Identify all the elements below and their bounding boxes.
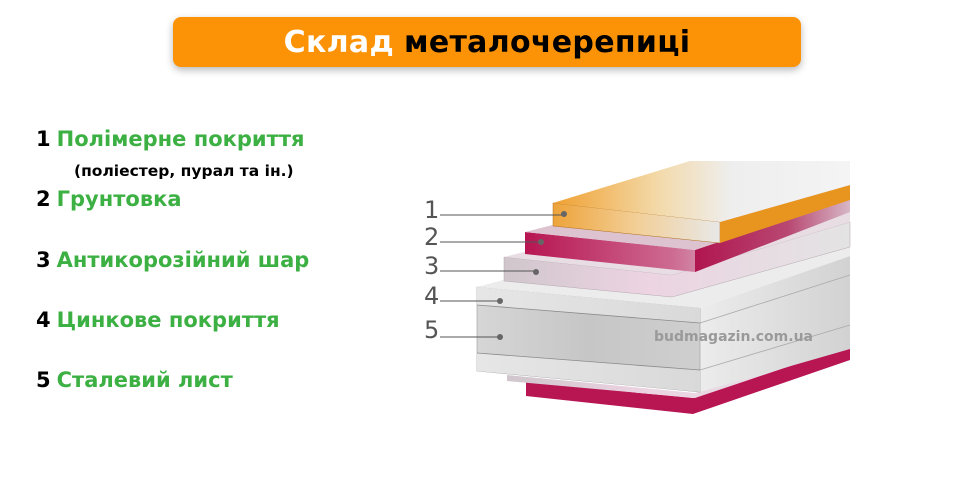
legend-number: 2 — [36, 187, 51, 211]
zinc-front-top — [477, 287, 700, 323]
legend-label: Антикорозійний шар — [56, 248, 310, 272]
legend-number: 1 — [36, 127, 51, 151]
legend-label: Грунтовка — [56, 187, 182, 211]
layer-label-1: 1 — [424, 196, 567, 224]
svg-text:4: 4 — [424, 282, 439, 310]
watermark: budmagazin.com.ua — [654, 329, 813, 345]
legend-label: Сталевий лист — [56, 368, 233, 392]
bottom-anticorrosion-layer — [507, 340, 850, 398]
svg-text:1: 1 — [424, 196, 439, 224]
svg-text:5: 5 — [424, 316, 439, 344]
layer-label-3: 3 — [424, 252, 539, 280]
legend-number: 4 — [36, 308, 51, 332]
primer-layer — [525, 198, 850, 272]
legend-label: Полімерне покриття — [56, 127, 305, 151]
zinc-front-bottom — [477, 353, 700, 392]
layer-label-4: 4 — [424, 282, 503, 310]
svg-text:3: 3 — [424, 252, 439, 280]
svg-text:2: 2 — [424, 223, 439, 251]
legend-number: 3 — [36, 248, 51, 272]
title-banner: Склад металочерепиці — [173, 17, 801, 67]
title-word-2: металочерепиці — [404, 24, 691, 60]
layer-label-2: 2 — [424, 223, 544, 251]
legend-item-1-subtitle: (поліестер, пурал та ін.) — [74, 162, 294, 180]
polymer-side — [720, 185, 850, 243]
legend-label: Цинкове покриття — [56, 308, 280, 332]
title-word-1: Склад — [283, 24, 394, 60]
legend-number: 5 — [36, 368, 51, 392]
polymer-top — [553, 161, 850, 222]
primer-side — [695, 198, 850, 272]
layer-label-5: 5 — [424, 316, 503, 344]
bottom-primer-layer — [526, 345, 850, 414]
